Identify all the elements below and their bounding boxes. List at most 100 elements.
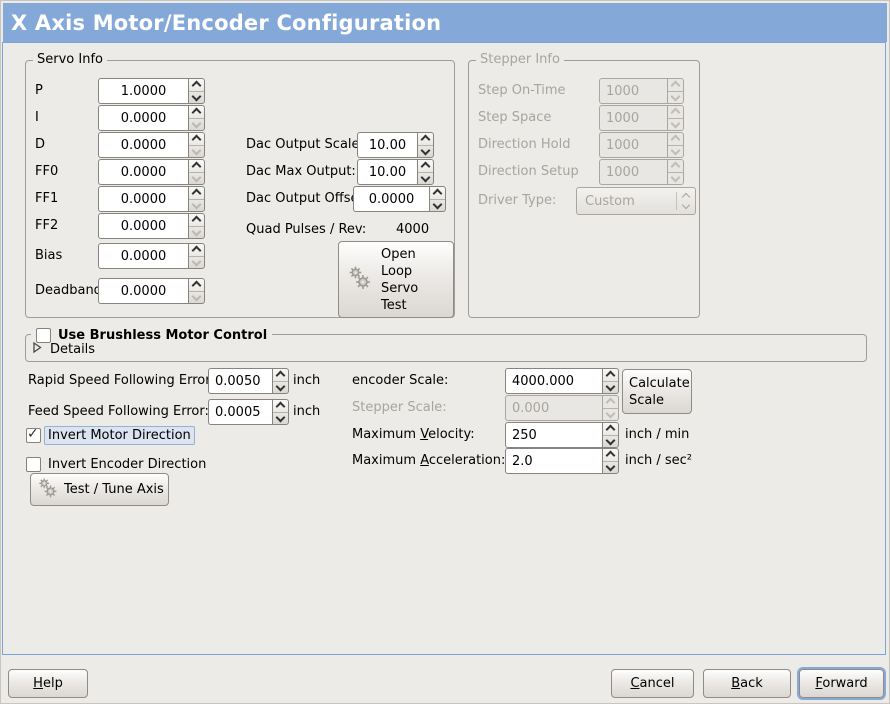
spin-down-icon xyxy=(668,90,683,104)
spin-down-icon[interactable] xyxy=(418,171,433,185)
rapid-following-error-input[interactable] xyxy=(208,368,272,394)
servo-i-input[interactable] xyxy=(98,105,188,131)
spin-up-icon[interactable] xyxy=(189,79,204,91)
gears-icon xyxy=(347,265,373,295)
page-header: X Axis Motor/Encoder Configuration xyxy=(3,3,887,42)
spin-up-icon[interactable] xyxy=(430,187,445,199)
spin-up-icon[interactable] xyxy=(189,106,204,118)
rapid-following-error-unit: inch xyxy=(293,373,321,388)
max-acceleration-label: Maximum Acceleration: xyxy=(352,453,506,468)
dac-output-offset-input[interactable] xyxy=(353,186,429,212)
stepper-scale-label: Stepper Scale: xyxy=(352,400,447,415)
servo-ff1-input[interactable] xyxy=(98,186,188,212)
stepper-scale-input xyxy=(505,395,602,421)
spin-down-icon[interactable] xyxy=(189,171,204,185)
rapid-following-error-spinbox xyxy=(208,368,289,394)
feed-following-error-spin-buttons xyxy=(272,399,289,425)
max-velocity-input[interactable] xyxy=(505,422,602,448)
step-space-spinbox xyxy=(599,105,684,131)
spin-up-icon[interactable] xyxy=(189,160,204,172)
quad-pulses-value: 4000 xyxy=(396,222,430,237)
spin-down-icon[interactable] xyxy=(273,411,288,425)
use-brushless-label: Use Brushless Motor Control xyxy=(58,328,268,343)
details-expander[interactable]: Details xyxy=(32,341,95,358)
encoder-scale-input[interactable] xyxy=(505,368,602,394)
open-loop-servo-test-button[interactable]: Open Loop Servo Test xyxy=(338,241,454,318)
invert-encoder-label[interactable]: Invert Encoder Direction xyxy=(48,457,207,472)
dropdown-chevrons-icon xyxy=(677,192,695,210)
spin-up-icon[interactable] xyxy=(189,279,204,291)
spin-down-icon[interactable] xyxy=(189,144,204,158)
spin-down-icon[interactable] xyxy=(430,198,445,212)
max-velocity-label: Maximum Velocity: xyxy=(352,427,475,442)
spin-down-icon[interactable] xyxy=(189,90,204,104)
stepper-info-legend: Stepper Info xyxy=(476,52,564,67)
stepper-scale-spin-buttons xyxy=(602,395,619,421)
spin-down-icon[interactable] xyxy=(189,290,204,304)
spin-down-icon[interactable] xyxy=(189,255,204,269)
spin-down-icon[interactable] xyxy=(603,434,618,448)
gears-icon xyxy=(37,477,59,503)
spin-down-icon[interactable] xyxy=(273,380,288,394)
spin-up-icon[interactable] xyxy=(189,133,204,145)
servo-p-input[interactable] xyxy=(98,78,188,104)
max-acceleration-input[interactable] xyxy=(505,448,602,474)
spin-up-icon[interactable] xyxy=(189,214,204,226)
dac-max-output-spin-buttons xyxy=(417,159,434,185)
spin-up-icon[interactable] xyxy=(603,423,618,435)
dac-output-scale-input[interactable] xyxy=(357,132,417,158)
spin-down-icon[interactable] xyxy=(189,225,204,239)
calculate-scale-button[interactable]: Calculate Scale xyxy=(622,369,692,414)
spin-up-icon[interactable] xyxy=(189,244,204,256)
step-on-time-input xyxy=(599,78,667,104)
servo-ff2-spin-buttons xyxy=(188,213,205,239)
spin-down-icon[interactable] xyxy=(603,460,618,474)
servo-deadband-input[interactable] xyxy=(98,278,188,304)
brushless-frame: Use Brushless Motor Control Details xyxy=(25,328,867,362)
invert-motor-label[interactable]: Invert Motor Direction xyxy=(44,426,195,445)
cancel-button[interactable]: Cancel xyxy=(611,669,694,698)
calculate-scale-label: Calculate Scale xyxy=(629,375,690,408)
servo-deadband-label: Deadband xyxy=(35,283,102,298)
spin-down-icon[interactable] xyxy=(189,198,204,212)
direction-hold-input xyxy=(599,132,667,158)
spin-up-icon[interactable] xyxy=(418,133,433,145)
spin-down-icon[interactable] xyxy=(603,380,618,394)
spin-up-icon[interactable] xyxy=(189,187,204,199)
spin-down-icon[interactable] xyxy=(418,144,433,158)
test-tune-axis-button[interactable]: Test / Tune Axis xyxy=(30,473,169,506)
step-space-input xyxy=(599,105,667,131)
invert-motor-checkbox[interactable]: ✓ xyxy=(26,426,41,443)
invert-encoder-checkbox[interactable] xyxy=(26,457,41,472)
max-acceleration-spin-buttons xyxy=(602,448,619,474)
spin-up-icon xyxy=(668,160,683,172)
servo-d-input[interactable] xyxy=(98,132,188,158)
help-button[interactable]: Help xyxy=(8,669,88,698)
spin-down-icon[interactable] xyxy=(189,117,204,131)
spin-up-icon[interactable] xyxy=(418,160,433,172)
encoder-scale-spin-buttons xyxy=(602,368,619,394)
dac-max-output-input[interactable] xyxy=(357,159,417,185)
quad-pulses-label: Quad Pulses / Rev: xyxy=(246,222,367,237)
stepper-info-frame: Stepper Info Step On-Time Step Space Dir… xyxy=(468,52,700,318)
servo-info-frame: Servo Info P I D FF0 FF1 xyxy=(25,52,455,318)
spin-up-icon[interactable] xyxy=(273,400,288,412)
back-button[interactable]: Back xyxy=(703,669,791,698)
servo-ff2-input[interactable] xyxy=(98,213,188,239)
servo-bias-input[interactable] xyxy=(98,243,188,269)
feed-following-error-input[interactable] xyxy=(208,399,272,425)
encoder-scale-label: encoder Scale: xyxy=(352,373,449,388)
spin-up-icon[interactable] xyxy=(603,369,618,381)
servo-ff1-label: FF1 xyxy=(35,191,59,206)
servo-ff0-input[interactable] xyxy=(98,159,188,185)
spin-up-icon[interactable] xyxy=(273,369,288,381)
forward-button[interactable]: Forward xyxy=(799,669,884,698)
servo-d-spinbox xyxy=(98,132,205,158)
content-panel: Servo Info P I D FF0 FF1 xyxy=(2,42,886,655)
direction-setup-input xyxy=(599,159,667,185)
use-brushless-checkbox[interactable] xyxy=(36,328,51,343)
spin-up-icon[interactable] xyxy=(603,449,618,461)
servo-deadband-spinbox xyxy=(98,278,205,304)
dac-max-output-spinbox xyxy=(357,159,434,185)
servo-i-spin-buttons xyxy=(188,105,205,131)
